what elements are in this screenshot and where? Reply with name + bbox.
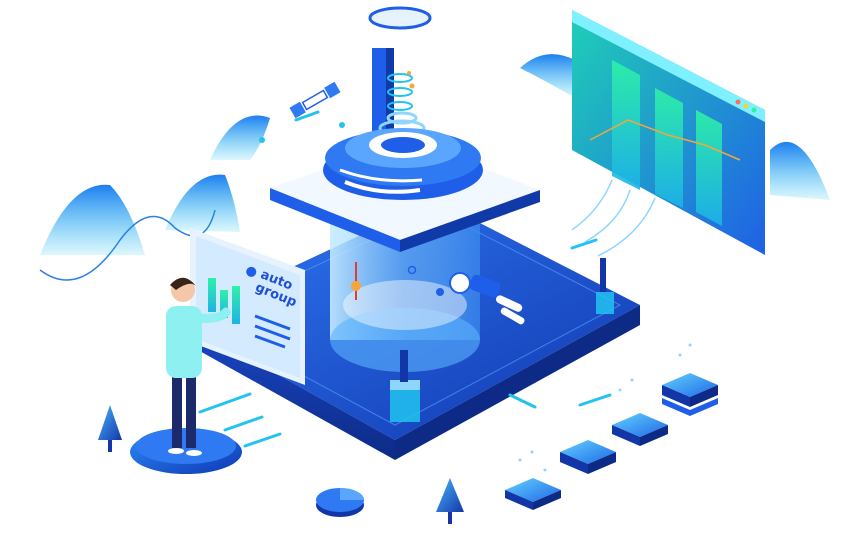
satellite-icon xyxy=(289,81,341,119)
tree-icon xyxy=(98,405,122,452)
corner-pillars xyxy=(390,258,614,422)
server-stack-icon xyxy=(612,413,668,446)
tree-icon xyxy=(436,478,464,524)
window-bar-1 xyxy=(612,60,640,190)
server-stack-icon xyxy=(560,440,616,474)
panel-bar-3 xyxy=(232,286,240,324)
floating-disc xyxy=(368,6,432,30)
browser-window-icon xyxy=(572,10,765,255)
window-bar-3 xyxy=(696,110,722,226)
panel-bar-2 xyxy=(220,290,228,318)
server-stack-icon xyxy=(505,478,561,510)
antenna xyxy=(372,48,415,134)
sparkle-dots xyxy=(259,122,692,472)
panel-bar-1 xyxy=(208,278,216,312)
dome-top xyxy=(270,128,540,252)
person-figure xyxy=(130,277,242,474)
dashboard-panel: auto group xyxy=(190,228,305,385)
server-stack-icon xyxy=(662,373,718,416)
connection-lines xyxy=(571,179,656,257)
background-waves xyxy=(39,54,830,281)
astronaut-figure xyxy=(436,272,525,325)
speed-streaks xyxy=(198,110,612,448)
pie-chart-icon xyxy=(316,488,364,517)
window-bar-2 xyxy=(655,88,683,208)
